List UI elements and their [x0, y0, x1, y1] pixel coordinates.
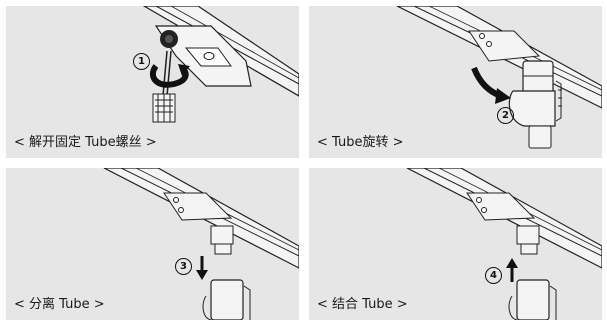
rotate-tube-illustration — [396, 6, 602, 149]
step-number-badge: 1 — [133, 53, 150, 70]
step-number-badge: 2 — [497, 107, 514, 124]
step-number-badge: 3 — [175, 258, 192, 275]
step-caption: < 分离 Tube > — [14, 297, 105, 312]
step-3-panel: 3 < 分离 Tube > — [6, 168, 299, 320]
combine-tube-illustration — [406, 168, 602, 320]
step-2-panel: 2 < Tube旋转 > — [309, 6, 602, 158]
separate-tube-illustration — [103, 168, 299, 320]
step-caption: < 结合 Tube > — [317, 297, 408, 312]
unscrew-illustration — [142, 6, 299, 123]
step-caption: < Tube旋转 > — [317, 135, 404, 150]
step-4-panel: 4 < 结合 Tube > — [309, 168, 602, 320]
step-number-badge: 4 — [485, 267, 502, 284]
step-1-panel: 1 < 解开固定 Tube螺丝 > — [6, 6, 299, 158]
step-caption: < 解开固定 Tube螺丝 > — [14, 135, 157, 150]
